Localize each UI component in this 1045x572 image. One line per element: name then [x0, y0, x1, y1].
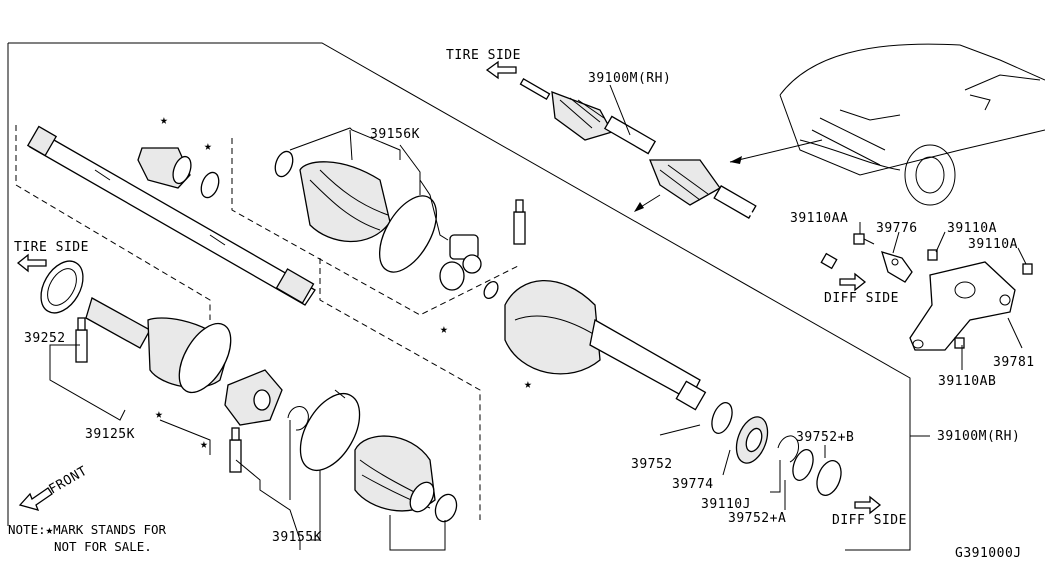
tripod-joint — [439, 234, 499, 300]
part-label-39774: 39774 — [672, 477, 714, 492]
support-bracket-39781 — [909, 249, 1033, 351]
note-line-1: NOTE:★MARK STANDS FOR — [8, 522, 167, 537]
direction-arrow-icon — [854, 495, 882, 515]
tire-side-label-left: TIRE SIDE — [14, 240, 89, 255]
bolt-39110AA — [853, 233, 875, 245]
part-label-39100M-right: 39100M(RH) — [937, 429, 1020, 444]
leader-lines — [49, 84, 1027, 551]
diff-side-label-top: DIFF SIDE — [824, 291, 899, 306]
star-mark-icon: ★ — [440, 322, 448, 337]
part-label-39110A-2: 39110A — [968, 237, 1018, 252]
inner-boot-39156K — [274, 150, 449, 273]
part-label-39156K: 39156K — [370, 127, 420, 142]
snap-ring-outer — [287, 406, 309, 431]
direction-arrow-icon — [839, 272, 867, 292]
snap-ring-39110J — [777, 435, 800, 463]
diagram-frame — [8, 42, 911, 551]
vehicle-outline — [634, 43, 1045, 212]
direction-arrow-icon — [18, 487, 53, 511]
direction-arrow-icon — [485, 60, 517, 80]
band-clamp — [200, 171, 220, 199]
direction-arrow-icon — [16, 253, 47, 273]
part-label-39752: 39752 — [631, 457, 673, 472]
part-label-39752A: 39752+A — [728, 511, 786, 526]
star-mark-icon: ★ — [160, 113, 168, 128]
seal-39752B — [816, 460, 842, 496]
part-label-39155K: 39155K — [272, 530, 322, 545]
part-label-39110A-1: 39110A — [947, 221, 997, 236]
dynamic-damper — [137, 147, 192, 189]
part-label-39776: 39776 — [876, 221, 918, 236]
bearing-39774 — [735, 416, 769, 464]
grease-tube-top — [513, 199, 526, 245]
part-label-39110AB: 39110AB — [938, 374, 996, 389]
grease-tube-mid — [229, 427, 242, 473]
part-label-39110J: 39110J — [701, 497, 751, 512]
diff-side-label-bottom: DIFF SIDE — [832, 513, 907, 528]
boot-band-large — [299, 389, 361, 471]
driveshaft-assembly-top — [519, 78, 838, 270]
tire-side-label-top: TIRE SIDE — [446, 48, 521, 63]
part-label-39252: 39252 — [24, 331, 66, 346]
star-mark-icon: ★ — [155, 407, 163, 422]
inner-joint-housing — [504, 279, 707, 411]
part-label-39752B: 39752+B — [796, 430, 854, 445]
part-label-39100M-top: 39100M(RH) — [588, 71, 671, 86]
star-mark-icon: ★ — [204, 139, 212, 154]
grease-tube-39252 — [75, 317, 88, 363]
bracket-39776 — [881, 251, 913, 283]
outer-joint-39125K — [85, 297, 232, 394]
seal-39752A — [792, 449, 814, 481]
part-label-39110AA: 39110AA — [790, 211, 848, 226]
part-label-39781: 39781 — [993, 355, 1035, 370]
outer-boot-39155K — [354, 435, 458, 523]
star-mark-icon: ★ — [524, 377, 532, 392]
part-label-39125K: 39125K — [85, 427, 135, 442]
ball-cage — [224, 369, 283, 426]
star-mark-icon: ★ — [200, 437, 208, 452]
seal-39752 — [711, 402, 733, 434]
note-line-2: NOT FOR SALE. — [54, 539, 152, 554]
front-label: FRONT — [47, 464, 91, 498]
diagram-code: G391000J — [955, 546, 1022, 561]
outer-seal-ring — [40, 260, 84, 314]
shaft-39100M — [26, 125, 316, 306]
